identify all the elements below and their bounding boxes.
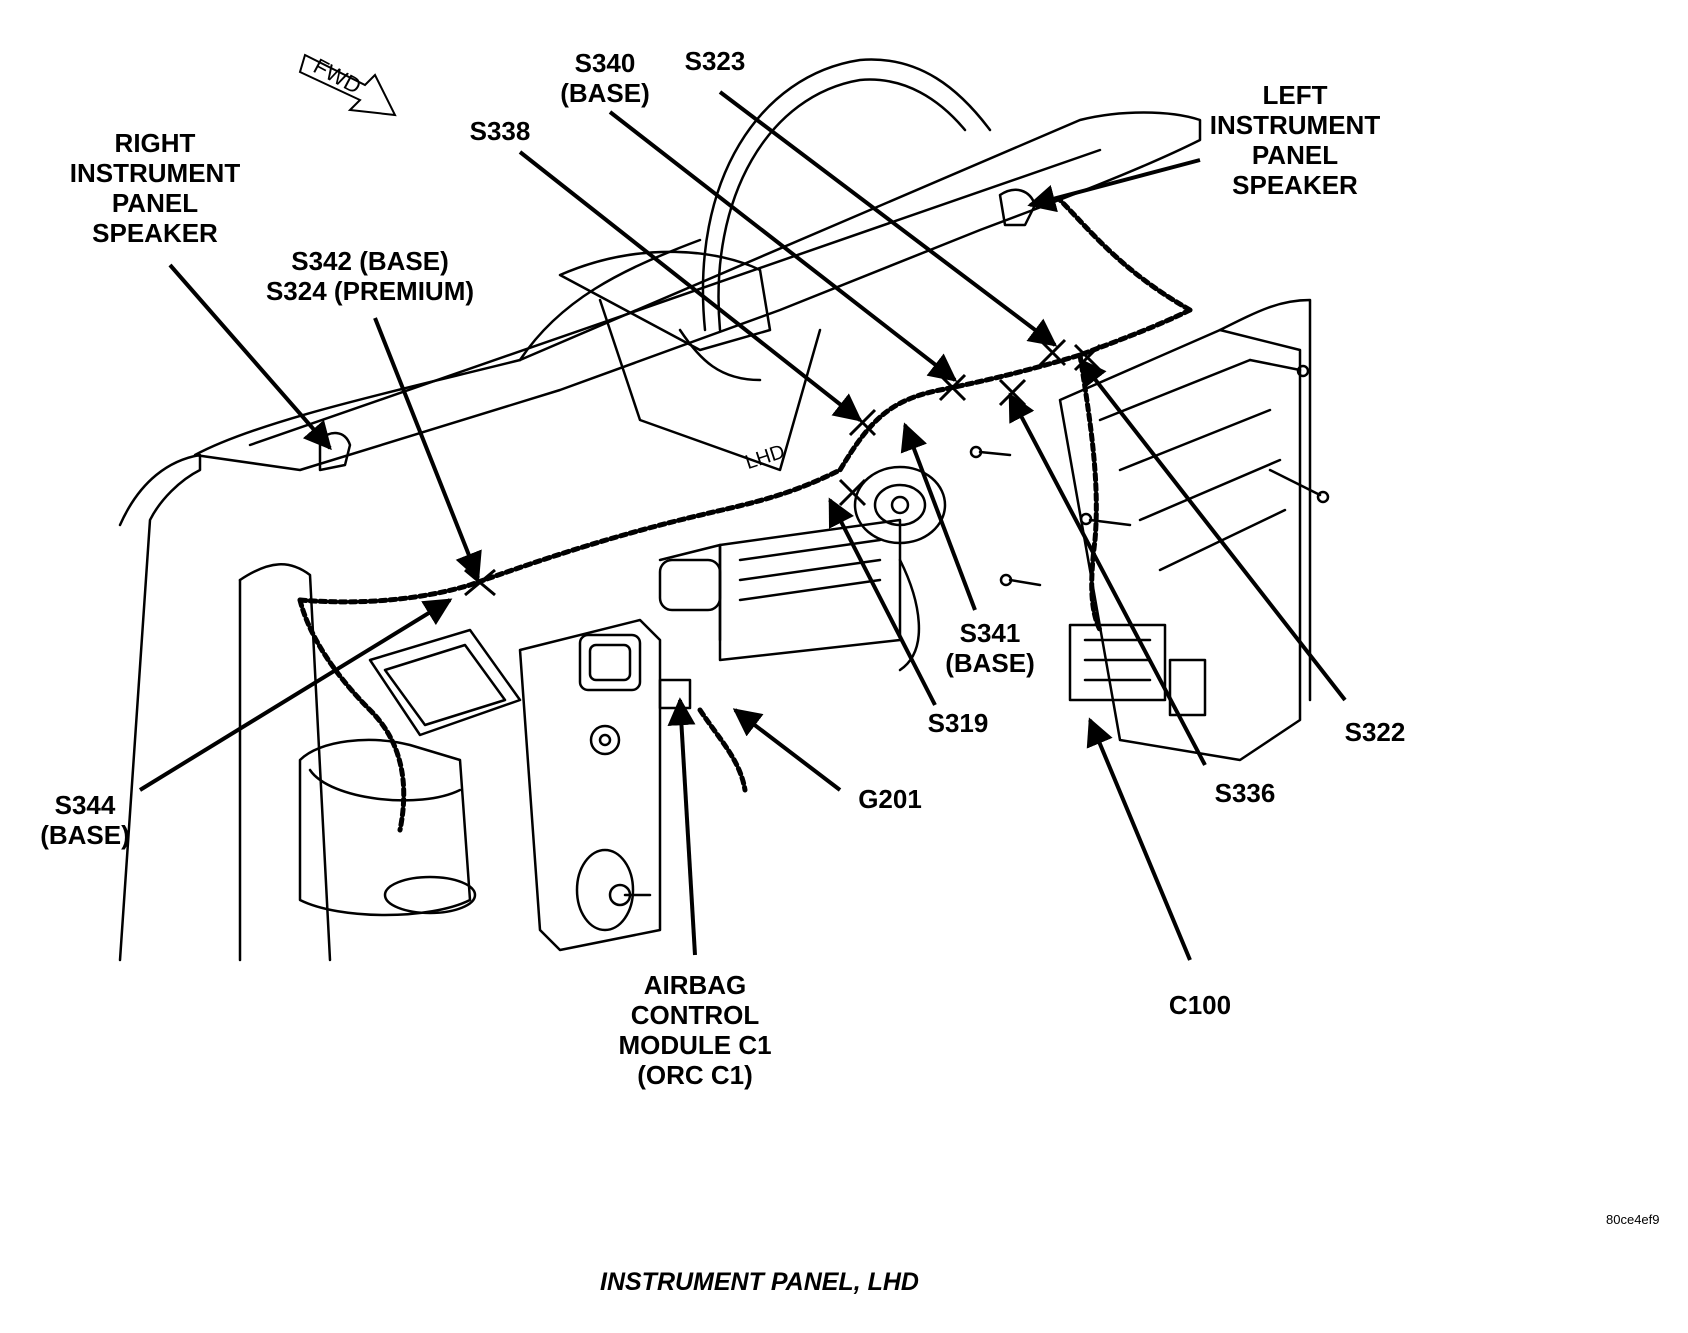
leader-left-speaker	[1027, 158, 1201, 213]
label-left-instrument-panel-speaker: LEFT INSTRUMENT PANEL SPEAKER	[1209, 80, 1381, 200]
leader-g201	[732, 708, 842, 792]
label-airbag-control-module: AIRBAG CONTROL MODULE C1 (ORC C1)	[618, 970, 772, 1090]
figure-caption: INSTRUMENT PANEL, LHD	[600, 1268, 919, 1296]
leader-s338	[518, 150, 863, 422]
splice-mark	[938, 373, 967, 402]
label-c100: C100	[1168, 990, 1232, 1020]
leader-airbag	[667, 697, 697, 956]
leader-s340	[608, 110, 958, 382]
splice-mark	[1038, 338, 1067, 367]
right-body-outline	[118, 453, 202, 962]
leader-c100	[1086, 717, 1192, 961]
c100-connector	[1068, 623, 1167, 702]
leader-s342-s324	[373, 317, 482, 581]
wire-harness-left-branch	[1077, 352, 1103, 633]
label-s338: S338	[469, 116, 531, 146]
splice-mark	[838, 478, 867, 507]
wire-harness-main	[297, 307, 1193, 605]
leader-right-speaker	[168, 263, 332, 451]
label-g201: G201	[858, 784, 922, 814]
intake-door	[368, 628, 522, 737]
leader-s319	[828, 497, 937, 706]
splice-mark	[848, 408, 877, 437]
fwd-arrow-icon	[298, 53, 397, 117]
leader-s344	[138, 598, 453, 792]
label-s322: S322	[1344, 717, 1406, 747]
steering-column-outline	[701, 58, 992, 332]
splice-mark	[1073, 343, 1102, 372]
label-s340: S340 (BASE)	[560, 48, 650, 108]
splice-mark	[998, 378, 1027, 407]
label-right-instrument-panel-speaker: RIGHT INSTRUMENT PANEL SPEAKER	[69, 128, 241, 248]
fwd-arrow-text: FWD	[309, 53, 365, 99]
label-s341: S341 (BASE)	[945, 618, 1035, 678]
label-s323: S323	[684, 46, 746, 76]
image-code: 80ce4ef9	[1606, 1212, 1660, 1227]
splice-mark	[464, 568, 496, 597]
wire-harness-right-branch	[297, 597, 407, 833]
blower-housing	[298, 738, 472, 917]
label-s344: S344 (BASE)	[40, 790, 130, 850]
heater-box	[518, 618, 662, 952]
leader-s336	[1008, 392, 1207, 766]
leader-s322	[1078, 357, 1347, 702]
label-s336: S336	[1214, 778, 1276, 808]
label-s342-s324: S342 (BASE) S324 (PREMIUM)	[265, 246, 475, 306]
leader-s323	[718, 90, 1058, 347]
label-s319: S319	[927, 708, 989, 738]
leader-s341	[900, 422, 977, 611]
